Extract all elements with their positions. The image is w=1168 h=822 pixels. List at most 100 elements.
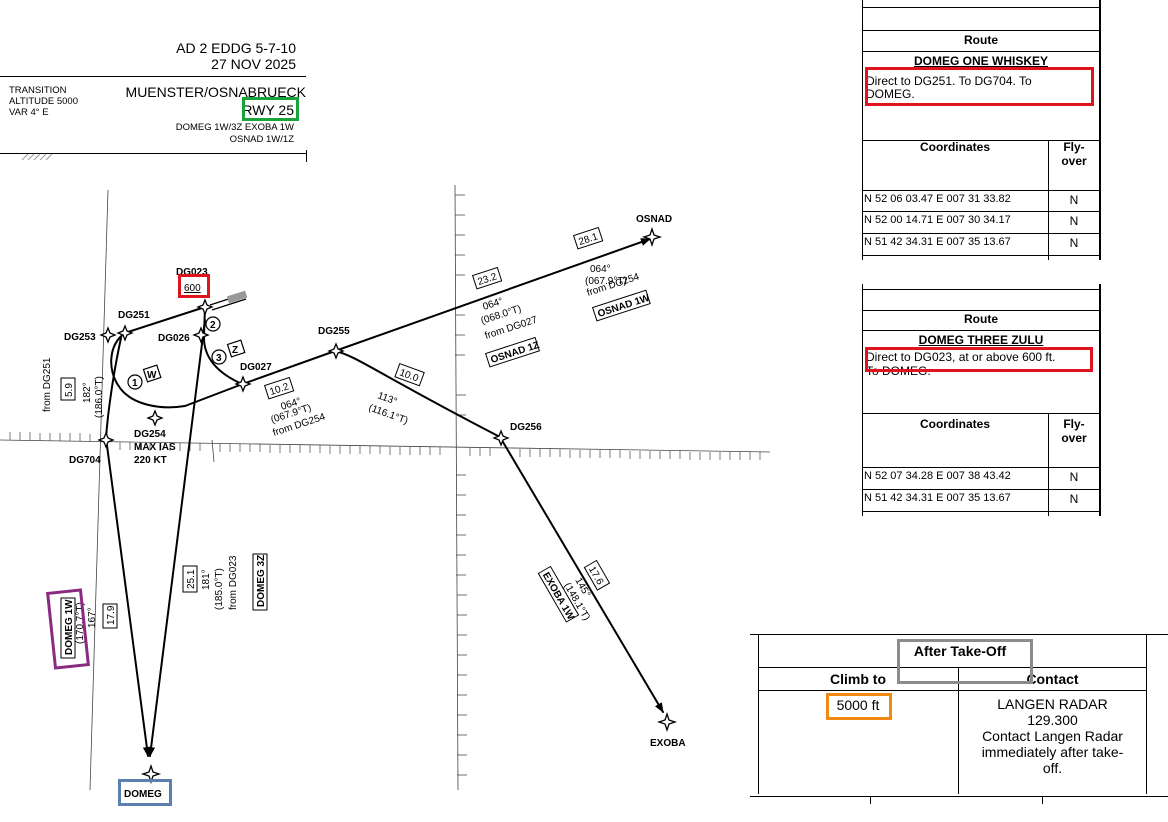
col-flyover-1: Fly- [1063, 417, 1085, 431]
header-rule-2 [0, 153, 306, 154]
proc-domeg-3z: DOMEG 3Z [256, 555, 267, 607]
procedures-line-2: OSNAD 1W/1Z [229, 134, 294, 145]
row-flyover: N [1069, 214, 1079, 228]
label-dg023: DG023 [176, 267, 208, 278]
row-flyover: N [1069, 236, 1079, 250]
after-takeoff-highlight [897, 639, 1033, 684]
dist-domeg1w: 17.9 [106, 605, 117, 625]
header-vrule [306, 150, 307, 162]
marker-1: 1 [132, 378, 138, 389]
label-exoba: EXOBA [650, 738, 686, 749]
waypoint-symbols [97, 226, 678, 785]
after-takeoff-title: After Take-Off [913, 643, 1007, 659]
wp-dg254 [146, 409, 164, 427]
table-domeg-1w: Route DOMEG ONE WHISKEY Direct to DG251.… [862, 0, 1102, 260]
trk-dg704-1: 182° [82, 382, 93, 403]
trk-domeg3z-3: from DG023 [228, 555, 239, 610]
marker-w: W [147, 370, 157, 381]
header-rule-1 [0, 76, 306, 77]
trk-domeg3z-1: 181° [201, 569, 212, 590]
dist-domeg3z: 25.1 [186, 569, 197, 589]
contact-line-1: LANGEN RADAR [997, 696, 1108, 712]
col-flyover: Fly- over [1049, 140, 1099, 168]
trk-domeg1w-1: 167° [87, 607, 98, 628]
row-coords: N 51 42 34.31 E 007 35 13.67 [864, 236, 1011, 248]
route-name: DOMEG ONE WHISKEY [913, 54, 1048, 68]
marker-3: 3 [216, 353, 222, 364]
row-flyover: N [1069, 193, 1079, 207]
wp-dg027 [234, 375, 252, 393]
label-domeg: DOMEG [124, 789, 162, 800]
col-flyover-2: over [1061, 154, 1087, 168]
wp-dg023 [196, 298, 214, 316]
col-coordinates: Coordinates [919, 140, 990, 154]
wp-domeg [140, 763, 162, 785]
graticule-ticks [9, 194, 761, 776]
contact-line-4: immediately after take- [981, 744, 1124, 760]
wp-osnad [641, 226, 663, 248]
col-coordinates: Coordinates [919, 417, 990, 431]
label-dg251: DG251 [118, 310, 150, 321]
table-row: N 52 07 34.28 E 007 38 43.42 N [862, 468, 1100, 488]
wp-dg704 [97, 431, 115, 449]
contact-line-3: Contact Langen Radar [982, 728, 1123, 744]
label-dg254: DG254 [134, 429, 166, 440]
label-dg704: DG704 [69, 455, 101, 466]
route-header: Route [964, 33, 998, 47]
col-flyover: Fly- over [1049, 417, 1099, 445]
runway-symbol [209, 290, 248, 311]
row-flyover: N [1069, 470, 1079, 484]
dg023-alt-highlight [178, 274, 210, 298]
route-header: Route [964, 312, 998, 326]
col-contact: Contact [1026, 671, 1079, 687]
whiskey-desc-highlight [865, 67, 1094, 106]
table-row: N 51 42 34.31 E 007 35 13.67 N [862, 490, 1100, 510]
trk-osnad-1: 064° [590, 264, 611, 275]
contact-details: LANGEN RADAR 129.300 Contact Langen Rada… [959, 696, 1146, 776]
table-row: N 51 42 34.31 E 007 35 13.67 N [862, 234, 1100, 254]
route-lines [105, 238, 664, 757]
marker-z: Z [232, 345, 238, 356]
domeg-highlight [118, 779, 172, 806]
trk-domeg3z-2: (185.0°T) [214, 568, 225, 610]
row-flyover: N [1069, 492, 1079, 506]
wp-dg253 [99, 326, 117, 344]
wp-dg026 [192, 326, 210, 344]
runway-label: RWY 25 [242, 102, 294, 118]
label-dg254-speed1: MAX IAS [134, 442, 176, 453]
table-after-takeoff: After Take-Off Climb to Contact 5000 ft … [750, 634, 1168, 804]
row-coords: N 51 42 34.31 E 007 35 13.67 [864, 492, 1011, 504]
trk-dg704-3: from DG251 [42, 357, 53, 412]
table-row: N 52 00 14.71 E 007 30 34.17 N [862, 212, 1100, 232]
sid-chart: DG023 600 DG251 DG253 DG026 DG027 DG255 … [0, 184, 771, 800]
route-name: DOMEG THREE ZULU [918, 333, 1044, 347]
label-dg255: DG255 [318, 326, 350, 337]
label-dg256: DG256 [510, 422, 542, 433]
wp-dg251 [116, 324, 134, 342]
contact-line-2: 129.300 [1027, 712, 1078, 728]
hatch-mark [21, 153, 53, 161]
proc-domeg-1w: DOMEG 1W [64, 599, 75, 655]
row-coords: N 52 07 34.28 E 007 38 43.42 [864, 470, 1011, 482]
trk-dg256-2: (116.1°T) [367, 402, 409, 426]
marker-2: 2 [210, 320, 216, 331]
trk-osnad-2: (067.9°T) [585, 276, 627, 287]
transition-label: TRANSITION [9, 85, 67, 96]
wp-exoba [656, 711, 678, 733]
climb-value-highlight [826, 693, 892, 720]
route-description-1: Direct to DG023, at or above 600 ft. [866, 350, 1056, 364]
col-climb-to: Climb to [830, 671, 886, 687]
doc-reference: AD 2 EDDG 5-7-10 [176, 40, 296, 56]
dist-dg704: 5.9 [64, 383, 75, 397]
zulu-desc-highlight [865, 347, 1093, 372]
wp-dg255 [327, 342, 345, 360]
table-domeg-3z: Route DOMEG THREE ZULU Direct to DG023, … [862, 284, 1102, 516]
airport-name: MUENSTER/OSNABRUECK [125, 84, 306, 100]
table-row: N 52 06 03.47 E 007 31 33.82 N [862, 191, 1100, 211]
graticule [0, 184, 771, 791]
label-osnad: OSNAD [636, 214, 672, 225]
trk-dg704-2: (186.0°T) [94, 376, 105, 418]
circle-markers: 2 3 1 Z W [127, 316, 246, 390]
chart-header: AD 2 EDDG 5-7-10 27 NOV 2025 TRANSITION … [0, 0, 320, 165]
col-flyover-2: over [1061, 431, 1087, 445]
